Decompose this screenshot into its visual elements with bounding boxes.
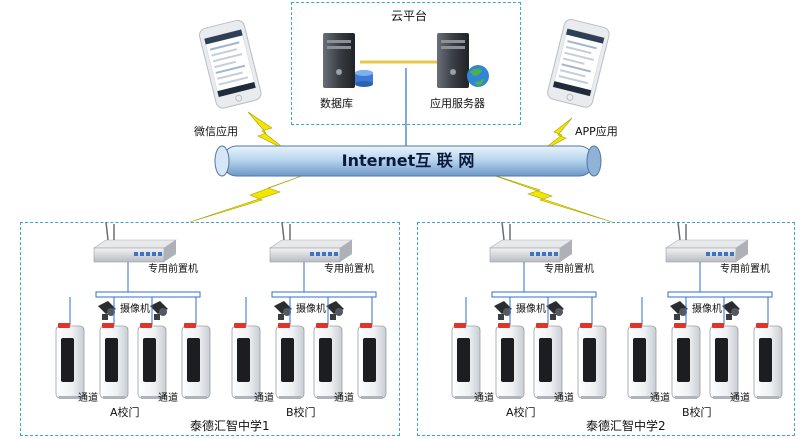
front-end-label-2-1: 专用前置机 [544, 264, 594, 275]
camera-1-2-a-icon [274, 301, 292, 320]
front-end-label-2-2: 专用前置机 [720, 264, 770, 275]
lane-label-2-1-b: 通道 [554, 393, 574, 404]
school-2-frame [417, 222, 795, 436]
gate-2-2-4-icon [753, 323, 783, 399]
school-name-2: 泰德汇智中学2 [586, 419, 666, 433]
lane-label-2-2-a: 通道 [650, 393, 670, 404]
switch-bar-2-1 [491, 291, 597, 298]
camera-label-2-2: 摄像机 [692, 304, 722, 315]
lane-label-1-1-b: 通道 [158, 393, 178, 404]
switch-bar-1-2 [271, 291, 377, 298]
switch-bar-2-2 [667, 291, 773, 298]
app-server-label: 应用服务器 [430, 97, 485, 110]
camera-2-2-a-icon [670, 301, 688, 320]
gate-2-2-3-icon [709, 323, 739, 399]
camera-label-1-2: 摄像机 [296, 304, 326, 315]
camera-1-2-b-icon [326, 301, 344, 320]
gate-1-1-1-icon [55, 323, 85, 399]
camera-label-2-1: 摄像机 [516, 304, 546, 315]
front-end-computer-1-1-icon [93, 221, 177, 263]
gate-name-1-1: A校门 [110, 406, 140, 419]
lightning-school1-icon [189, 169, 319, 223]
internet-label-wrap: Internet互 联 网 [222, 152, 594, 172]
lane-label-1-2-b: 通道 [334, 393, 354, 404]
lane-label-2-1-a: 通道 [474, 393, 494, 404]
camera-2-1-a-icon [494, 301, 512, 320]
lightning-wechat-icon [247, 111, 287, 151]
gate-1-2-2-icon [275, 323, 305, 399]
camera-2-1-b-icon [546, 301, 564, 320]
front-end-label-1-1: 专用前置机 [148, 264, 198, 275]
gate-2-2-2-icon [671, 323, 701, 399]
database-label: 数据库 [320, 97, 353, 110]
gate-name-2-2: B校门 [682, 406, 712, 419]
wechat-app-label: 微信应用 [194, 125, 238, 138]
camera-label-1-1: 摄像机 [120, 304, 150, 315]
gate-1-2-3-icon [313, 323, 343, 399]
school-name-1: 泰德汇智中学1 [190, 419, 270, 433]
gate-1-1-2-icon [99, 323, 129, 399]
gate-2-1-2-icon [495, 323, 525, 399]
gate-name-1-2: B校门 [286, 406, 316, 419]
gate-2-1-1-icon [451, 323, 481, 399]
gate-name-2-1: A校门 [506, 406, 536, 419]
phone-wechat-icon [198, 19, 262, 109]
front-end-computer-1-2-icon [269, 221, 353, 263]
lightning-school2-icon [483, 171, 613, 223]
gate-1-2-4-icon [357, 323, 387, 399]
gate-1-1-4-icon [181, 323, 211, 399]
front-end-computer-2-1-icon [489, 221, 573, 263]
app-server-icon [437, 33, 489, 88]
camera-2-2-b-icon [722, 301, 740, 320]
gate-1-2-1-icon [231, 323, 261, 399]
lane-label-1-2-a: 通道 [254, 393, 274, 404]
switch-bar-1-1 [95, 291, 201, 298]
cloud-platform-title: 云平台 [391, 9, 428, 23]
internet-pipe [214, 145, 602, 177]
gate-2-1-3-icon [533, 323, 563, 399]
gate-2-1-4-icon [577, 323, 607, 399]
app-client-label: APP应用 [575, 125, 618, 138]
front-end-label-1-2: 专用前置机 [324, 264, 374, 275]
camera-1-1-b-icon [150, 301, 168, 320]
phone-app-icon [547, 18, 610, 108]
school-1-frame [20, 222, 400, 436]
database-server-icon [323, 33, 373, 88]
camera-1-1-a-icon [98, 301, 116, 320]
front-end-computer-2-2-icon [665, 221, 749, 263]
gate-2-2-1-icon [627, 323, 657, 399]
gate-1-1-3-icon [137, 323, 167, 399]
lane-label-2-2-b: 通道 [730, 393, 750, 404]
lane-label-1-1-a: 通道 [78, 393, 98, 404]
internet-label: Internet互 联 网 [341, 151, 475, 170]
